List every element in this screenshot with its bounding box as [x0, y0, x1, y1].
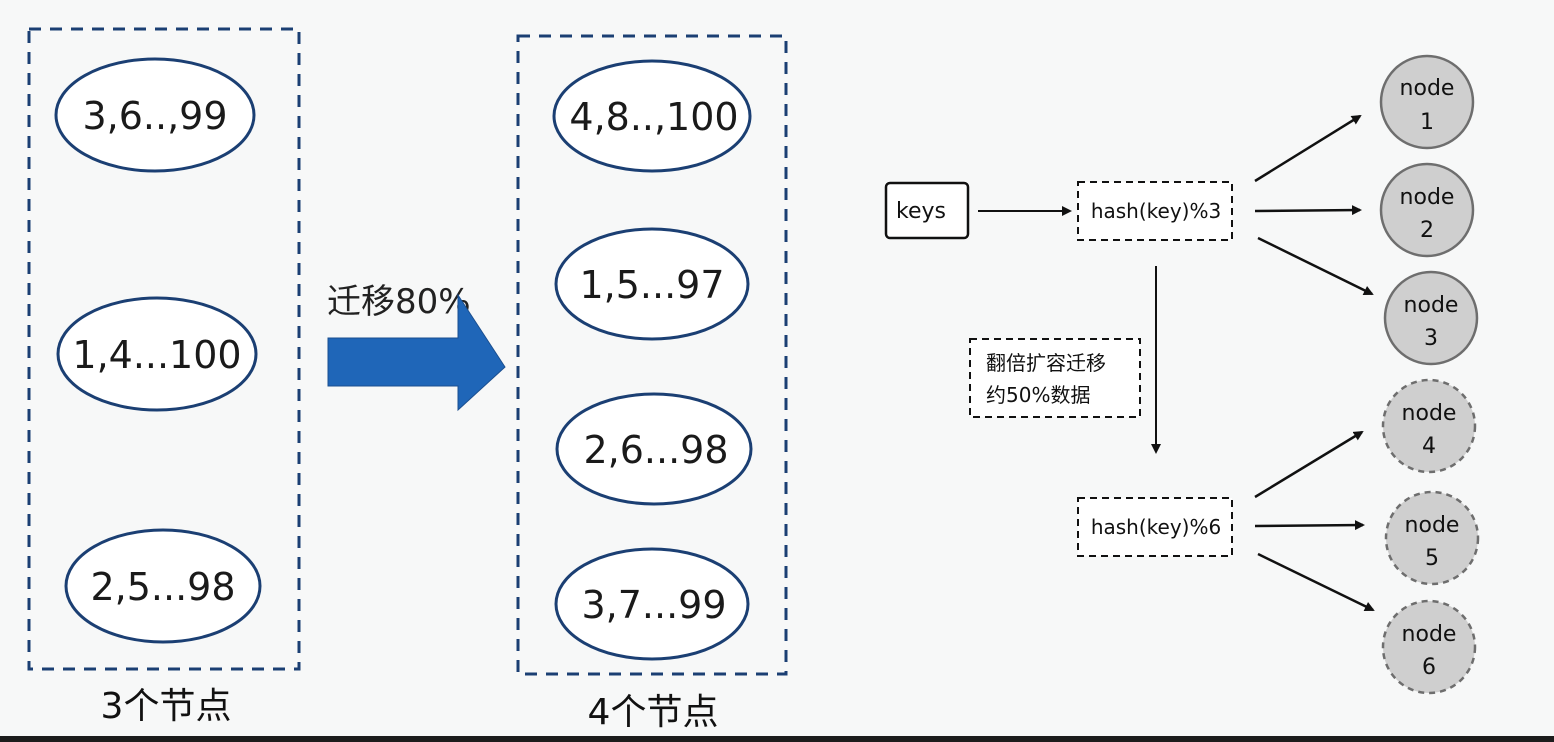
node-1-label-bottom: 1 — [1420, 110, 1434, 135]
left-node-2-ellipse — [56, 296, 258, 412]
hash6-label: hash(key)%6 — [1091, 515, 1221, 539]
keys-box — [884, 181, 970, 240]
migration-label: 迁移80% — [327, 282, 471, 322]
node-5-label-bottom: 5 — [1425, 546, 1439, 571]
hash3-to node2-arrow — [1254, 205, 1362, 216]
hash3-label: hash(key)%3 — [1091, 199, 1221, 223]
node-3-circle — [1383, 270, 1479, 366]
left-node-1-label: 3,6..,99 — [82, 94, 227, 138]
hash6-to-node5-arrow — [1254, 520, 1365, 531]
left-node-3-ellipse — [64, 528, 262, 644]
hash6-box — [1077, 497, 1233, 557]
left-group-border — [27, 27, 301, 671]
node-5-label-top: node — [1405, 513, 1460, 538]
right-node-4-ellipse — [554, 547, 750, 661]
left-node-3-label: 2,5...98 — [90, 565, 235, 609]
node-4-label-top: node — [1402, 401, 1457, 426]
hash3-to-node3-arrow — [1257, 236, 1374, 296]
hash6-to-node6-arrow — [1257, 552, 1375, 612]
node-6-label-top: node — [1402, 622, 1457, 647]
node-4-circle — [1381, 378, 1477, 474]
right-node-3-label: 2,6...98 — [583, 428, 728, 472]
right-group-caption: 4个节点 — [588, 692, 719, 733]
right-node-1-label: 4,8..,100 — [569, 95, 738, 139]
node-4-label-bottom: 4 — [1422, 434, 1436, 459]
node-2-circle — [1379, 162, 1475, 258]
node-6-label-bottom: 6 — [1422, 655, 1436, 680]
left-group-caption: 3个节点 — [101, 686, 232, 727]
right-node-2-label: 1,5...97 — [579, 263, 724, 307]
right-node-2-ellipse — [554, 227, 750, 341]
left-node-2-label: 1,4...100 — [72, 333, 241, 377]
right-node-group: 4,8..,100 1,5...97 2,6...98 3,7...99 — [516, 34, 788, 676]
node-2-label-bottom: 2 — [1420, 218, 1434, 243]
expansion-note-box — [969, 338, 1141, 418]
node-3-label-top: node — [1404, 293, 1459, 318]
right-node-1-ellipse — [552, 59, 752, 173]
node-2-label-top: node — [1400, 185, 1455, 210]
bottom-bar — [0, 736, 1554, 742]
node-1-circle — [1379, 54, 1475, 150]
left-node-group: 3,6..,99 1,4...100 2,5...98 — [27, 27, 301, 671]
hash3-box — [1077, 181, 1233, 241]
migration-arrow: 迁移80% — [327, 282, 506, 412]
left-node-1-ellipse — [54, 57, 256, 173]
right-node-4-label: 3,7...99 — [581, 583, 726, 627]
hash-flow: keys hash(key)%3 翻倍扩容迁移 约50%数据 hash(key)… — [884, 54, 1480, 695]
node-5-circle — [1384, 490, 1480, 586]
keys-label: keys — [896, 199, 946, 224]
hash6-to-node4-arrow — [1254, 430, 1364, 499]
expansion-note-line-2: 约50%数据 — [986, 383, 1090, 407]
node-1-label-top: node — [1400, 76, 1455, 101]
hash3-to-node1-arrow — [1254, 114, 1362, 183]
node-3-label-bottom: 3 — [1424, 326, 1438, 351]
migration-arrow-shape — [327, 293, 506, 412]
expansion-note-line-1: 翻倍扩容迁移 — [986, 351, 1106, 375]
right-node-3-ellipse — [555, 392, 753, 506]
right-group-border — [516, 34, 788, 676]
node-6-circle — [1381, 599, 1477, 695]
